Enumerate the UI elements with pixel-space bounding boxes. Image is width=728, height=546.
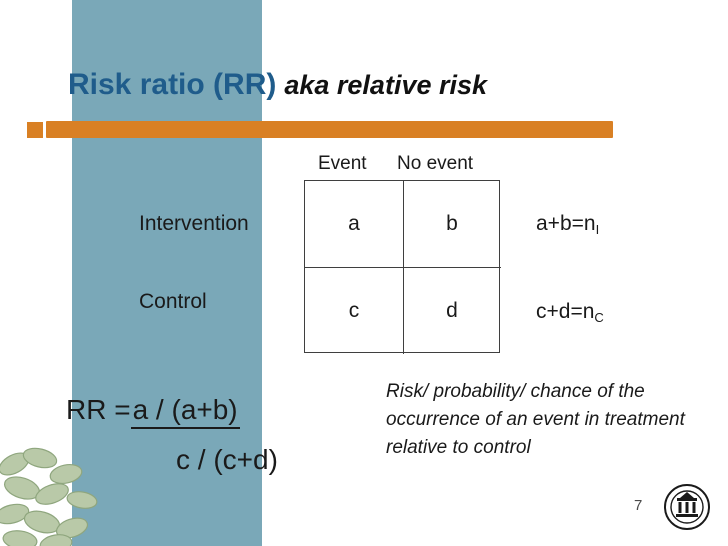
page-number: 7	[634, 497, 643, 514]
row-label-control: Control	[139, 290, 207, 313]
left-teal-band	[72, 0, 262, 546]
formula-rr: RR =a / (a+b)	[66, 394, 240, 429]
institution-logo-icon	[664, 484, 710, 530]
title-sub-text: aka relative risk	[284, 70, 488, 100]
formula-label: RR =	[66, 394, 131, 425]
total-control-text: c+d=n	[536, 300, 595, 323]
row-label-intervention: Intervention	[139, 212, 249, 235]
formula-denominator: c / (c+d)	[176, 444, 278, 475]
page-title: Risk ratio (RR)aka relative risk	[68, 68, 708, 116]
table-cell-b: b	[446, 212, 458, 235]
total-intervention-subscript: I	[595, 222, 600, 237]
explanation-text: Risk/ probability/ chance of the occurre…	[386, 381, 685, 458]
total-intervention: a+b=nI	[536, 212, 600, 237]
column-header-no-event: No event	[397, 153, 474, 174]
title-main-text: Risk ratio (RR)	[68, 68, 277, 101]
formula-numerator: a / (a+b)	[130, 394, 240, 429]
total-control-subscript: C	[594, 310, 604, 325]
table-cell-c: c	[348, 299, 360, 322]
orange-square-accent	[27, 122, 43, 138]
orange-divider-bar	[46, 121, 613, 138]
total-intervention-text: a+b=n	[536, 212, 596, 235]
two-by-two-table: a b c d	[304, 180, 501, 354]
column-header-event: Event	[318, 153, 367, 174]
table-cell-a: a	[348, 212, 360, 235]
table-cell-d: d	[446, 299, 458, 322]
total-control: c+d=nC	[536, 300, 604, 325]
table-horizontal-divider	[305, 267, 501, 268]
leaves-decoration-icon	[0, 430, 110, 546]
